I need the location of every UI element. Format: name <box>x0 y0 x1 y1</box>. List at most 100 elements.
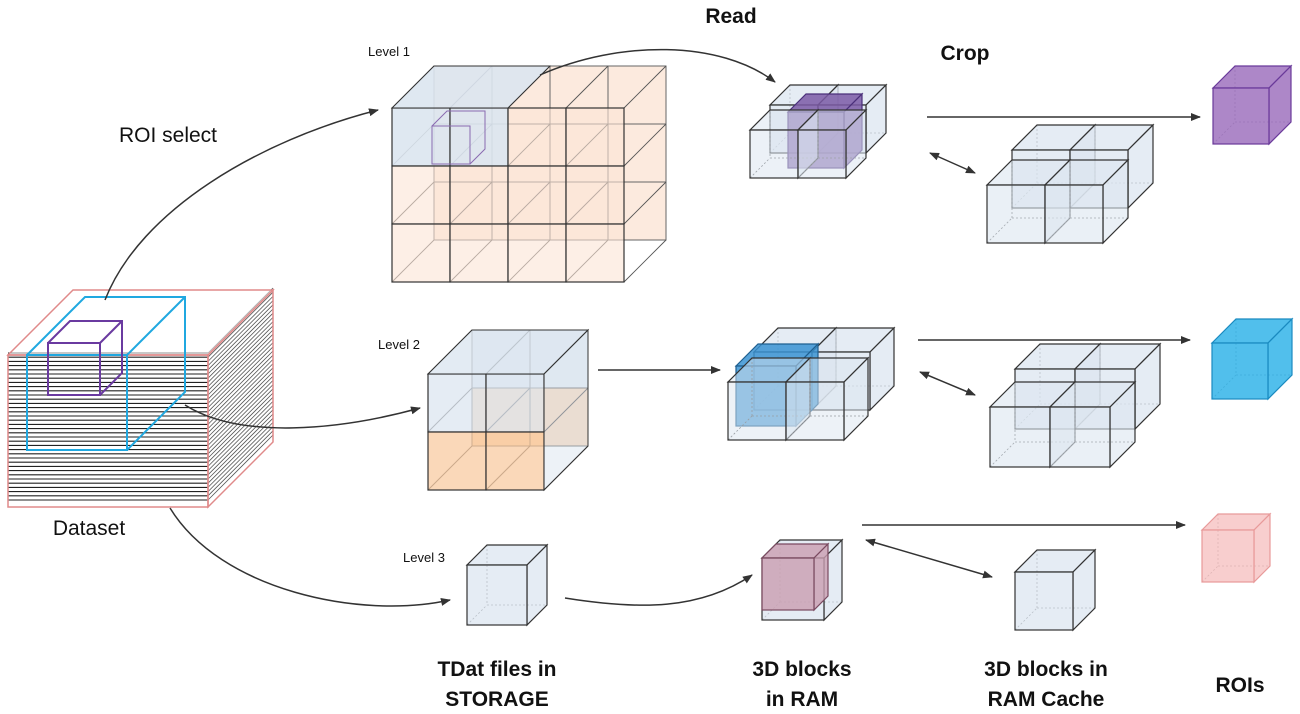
level1-selected-top <box>390 65 552 109</box>
level2-label: Level 2 <box>378 337 420 352</box>
dataset-slice-depth <box>207 371 274 438</box>
roi-select-label: ROI select <box>119 124 217 147</box>
level1-block <box>565 165 625 225</box>
dataset-slice-depth <box>207 367 274 434</box>
arrow-read-level3 <box>564 574 753 606</box>
dataset-slice-depth <box>207 338 274 404</box>
dataset-slice-depth <box>207 434 274 501</box>
level2-cache-front-right <box>1048 380 1137 469</box>
arrow-roi-select <box>104 108 379 301</box>
dataset-slice-depth <box>207 296 274 362</box>
dataset-slice-depth <box>207 325 274 392</box>
level1-roi-outline <box>431 125 471 165</box>
level1-block <box>507 107 567 167</box>
dataset-roi-purple-front <box>47 342 101 396</box>
roi-pink <box>1200 512 1272 584</box>
dataset-slice-depth <box>207 317 274 383</box>
level1-storage-grid <box>390 65 667 283</box>
level1-ram-front-right <box>796 108 868 180</box>
dataset-stack <box>6 287 275 509</box>
roi-cyan <box>1210 317 1294 401</box>
roi-pink-cube <box>1200 512 1272 584</box>
dataset-slice-depth <box>207 304 274 371</box>
dataset-slice-depth <box>207 342 274 408</box>
dataset-label: Dataset <box>53 517 126 540</box>
level1-cache-front-right <box>1043 158 1130 245</box>
arrow-dataset-level3 <box>169 507 451 607</box>
roi-purple-cube <box>1211 64 1293 146</box>
dataset-slice-depth <box>207 413 274 480</box>
dataset-slice-depth <box>207 321 274 387</box>
rois-label: ROIs <box>1215 674 1264 697</box>
level2-ram-blocks <box>726 326 896 442</box>
level1-block <box>507 165 567 225</box>
arrows <box>104 48 1201 607</box>
dataset-slice-depth <box>207 401 274 467</box>
dataset-slice-depth <box>207 312 274 379</box>
dataset-slice-depth <box>207 388 274 455</box>
cache-label-line2: RAM Cache <box>988 688 1105 711</box>
level2-block <box>485 431 545 491</box>
storage-label-line1: TDat files in <box>437 658 556 681</box>
level3-label: Level 3 <box>403 550 445 565</box>
dataset-slice-depth <box>207 329 274 396</box>
level1-block <box>565 107 625 167</box>
dataset-slice-depth <box>207 396 274 463</box>
level2-ram-front-right <box>784 356 870 442</box>
ram-label-line2: in RAM <box>766 688 838 711</box>
level3-cache-cube <box>1013 548 1097 632</box>
level3-crop-pink <box>760 542 830 612</box>
ram-label-line1: 3D blocks <box>752 658 851 681</box>
dataset-slice-depth <box>207 354 274 421</box>
level1-block <box>449 223 509 283</box>
level2-block <box>427 373 487 433</box>
dataset-slice-depth <box>207 392 274 459</box>
level3-ram-block <box>760 538 844 622</box>
level3-storage-cube <box>465 543 549 627</box>
dataset-slice-depth <box>207 384 274 450</box>
dataset-slice-depth <box>207 359 274 425</box>
level1-cache-blocks <box>985 123 1155 245</box>
level1-block <box>565 223 625 283</box>
header-crop: Crop <box>941 42 990 65</box>
dataset-slice-depth <box>207 422 274 488</box>
dataset-slice-depth <box>207 350 274 417</box>
dataset-roi-cyan-front <box>26 354 128 451</box>
dataset-slice-depth <box>207 308 274 375</box>
level1-ram-blocks <box>748 83 888 180</box>
storage-label-line2: STORAGE <box>445 688 548 711</box>
dataset-slice-depth <box>207 300 274 366</box>
header-read: Read <box>705 5 756 28</box>
level2-side <box>543 328 589 492</box>
level3-cache-block <box>1013 548 1097 632</box>
dataset-side <box>207 288 274 509</box>
arrow-cache-level1 <box>929 152 976 174</box>
cache-label-line1: 3D blocks in <box>984 658 1108 681</box>
arrow-read-level1 <box>539 48 776 83</box>
dataset-slice-depth <box>207 417 274 484</box>
dataset-slice-depth <box>207 375 274 442</box>
level2-block <box>485 373 545 433</box>
level2-block <box>427 431 487 491</box>
roi-purple <box>1211 64 1293 146</box>
level3-storage-block <box>465 543 549 627</box>
dataset-slice-depth <box>207 409 274 476</box>
level2-cache-blocks <box>988 342 1162 469</box>
dataset-slice-depth <box>207 405 274 471</box>
roi-cyan-cube <box>1210 317 1294 401</box>
level1-block <box>391 165 451 225</box>
arrow-dataset-level2 <box>184 404 421 429</box>
level2-storage-blocks <box>426 328 590 492</box>
level1-label: Level 1 <box>368 44 410 59</box>
dataset-slice-depth <box>207 380 274 446</box>
arrow-cache-level3 <box>865 538 993 579</box>
level1-block <box>391 223 451 283</box>
level1-selected-block <box>449 107 509 167</box>
dataset-slice-depth <box>207 333 274 400</box>
dataset-slice-depth <box>207 430 274 497</box>
dataset-slice-depth <box>207 346 274 413</box>
arrow-cache-level2 <box>919 371 976 396</box>
dataset-slice-depth <box>207 426 274 492</box>
level1-block <box>507 223 567 283</box>
